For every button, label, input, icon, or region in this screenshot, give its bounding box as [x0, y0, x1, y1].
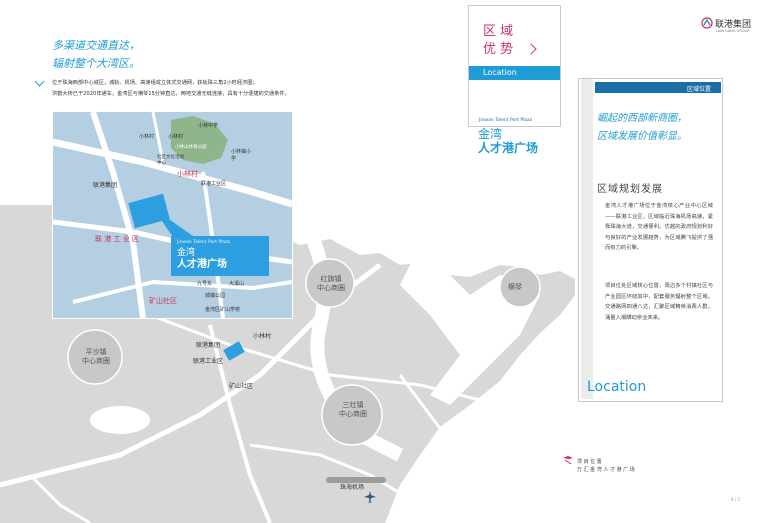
map-label-xiaolin-village: 小林村	[253, 333, 272, 340]
caption-line1: 项 目 位 置	[577, 459, 602, 465]
inset-road-a	[53, 138, 292, 208]
inset-plaza	[128, 193, 170, 229]
map-label-kuangshan: 矿山社区	[229, 383, 254, 390]
airplane-icon	[364, 491, 376, 503]
inset-liangang-group: 联港集团	[93, 182, 118, 189]
inset-road-b	[90, 112, 146, 318]
inset-red-liangang: 联 港 工 业 区	[95, 235, 139, 243]
nav-project-en: Jinwan Talent Port Plaza	[479, 118, 533, 123]
inset-community-center: 社区文化活动中心	[157, 155, 184, 166]
headline: 多渠道交通直达， 辐射整个大湾区。	[52, 37, 140, 73]
map-circle-hengqin	[499, 266, 541, 308]
map-road-2	[208, 324, 272, 523]
side-panel-stripe	[581, 79, 593, 399]
caption-mark-icon	[563, 456, 573, 464]
map-label-hongqi: 红旗镇 中心商圈	[303, 275, 359, 293]
chevron-right-icon	[525, 43, 537, 55]
sanzao-area: 中心商圈	[339, 410, 367, 418]
inset-red-xiaolin: 小林村	[177, 170, 198, 178]
caption-line2: 万 汇 金 湾 人 才 港 广 场	[577, 467, 635, 473]
inset-jiuyuan: 九号东	[197, 281, 213, 287]
inset-road-f	[151, 112, 165, 163]
inset-school: 金湾区矿山学校	[205, 307, 241, 313]
inset-xiaolin-primary: 小林镇小学	[231, 149, 252, 162]
inset-xiaolin-village-b: 小林村	[168, 134, 184, 140]
plaza-callout: Jinwan Talent Port Plaza 金湾 人才港广场	[171, 236, 269, 276]
inset-tangzhuang: 城镇公园	[205, 293, 226, 299]
nav-location-label: Location	[483, 68, 517, 77]
side-slogan-line2: 区域发展价值彰显。	[597, 131, 687, 142]
map-road-4	[28, 473, 91, 523]
callout-pointer	[153, 208, 193, 240]
side-slogan: 崛起的西部新商圈， 区域发展价值彰显。	[597, 110, 687, 146]
side-slogan-line1: 崛起的西部新商圈，	[597, 113, 687, 124]
inset-xiaolin-village-a: 小林村	[139, 134, 155, 140]
nav-title-line2: 优 势	[483, 42, 514, 57]
intro-line2: 洪鹤大桥已于2020年通车，金湾区与横琴15分钟直达，两地交通无缝连接，具有十分…	[52, 91, 290, 97]
nav-title-line1: 区 域	[483, 24, 514, 39]
intro-line1: 位于珠海西部中心城区，城轨、机场、高速组成立体式交通网，获轨珠三角2小时经济圈；	[52, 80, 258, 86]
headline-line2: 辐射整个大湾区。	[52, 57, 140, 70]
page-number: 8 / 7	[731, 497, 740, 502]
sanzao-name: 三灶镇	[342, 401, 364, 409]
hongqi-name: 红旗镇	[320, 275, 342, 283]
map-lake	[90, 406, 150, 434]
map-road-6	[249, 443, 421, 507]
inset-xiaolin-park: 小林山体育公园	[175, 145, 207, 150]
nav-box: 区 域 优 势 Location Jinwan Talent Port Plaz…	[468, 5, 561, 127]
map-label-hengqin: 横琴	[508, 283, 522, 291]
side-panel-header: 区域位置	[595, 82, 721, 93]
headline-line1: 多渠道交通直达，	[52, 39, 140, 52]
map-road-5	[398, 374, 492, 506]
nav-project-cn-line2: 人才港广场	[478, 141, 539, 155]
callout-en: Jinwan Talent Port Plaza	[177, 240, 231, 245]
section-title: 区域规划发展	[597, 184, 663, 195]
map-label-pingsha: 平沙镇 中心商圈	[68, 348, 124, 366]
map-circle-hongqi	[305, 258, 355, 308]
inset-red-kuangshan: 矿山社区	[149, 297, 177, 305]
map-label-sanzao: 三灶镇 中心商圈	[325, 401, 381, 419]
chevron-down-icon	[34, 76, 45, 87]
side-panel-header-label: 区域位置	[686, 86, 711, 93]
map-circle-sanzao	[321, 384, 383, 446]
nav-location-bar: Location	[469, 66, 560, 80]
map-road-3	[149, 313, 501, 407]
paragraph-1: 金湾人才港广场位于金湾核心产业中心区域——联港工业区，区域临近珠海机场高速，紧靠…	[605, 203, 713, 251]
brand-sub: LIAN GANG GROUP	[716, 29, 750, 33]
brand-name: 联港集团	[715, 20, 752, 30]
callout-cn-name: 金湾	[177, 248, 196, 258]
brand-mark-icon	[701, 17, 713, 29]
inset-xiaolin-middle-school: 小林中学	[198, 123, 219, 129]
map-label-liangang-park: 联港工业区	[193, 358, 224, 365]
pingsha-name: 平沙镇	[85, 348, 107, 356]
callout-cn-title: 人才港广场	[177, 259, 227, 270]
map-label-liangang-group: 联港集团	[196, 342, 221, 349]
inset-liangang-park: 联港工业区	[201, 181, 227, 187]
map-label-airport: 珠海机场	[340, 484, 365, 491]
paragraph-2: 项目位处区域核心位置，周边多个村镇社区与产业园区环绕其中，配套服务辐射整个区域。…	[605, 283, 713, 321]
map-plaza-marker	[223, 341, 245, 361]
inset-dajiangshan: 大溪山	[229, 281, 245, 287]
side-location-word: Location	[587, 379, 647, 395]
pingsha-area: 中心商圈	[82, 357, 110, 365]
intro-text: 位于珠海西部中心城区，城轨、机场、高速组成立体式交通网，获轨珠三角2小时经济圈；…	[52, 78, 422, 100]
side-panel: 区域位置 崛起的西部新商圈， 区域发展价值彰显。 区域规划发展 金湾人才港广场位…	[578, 78, 723, 402]
map-circle-pingsha	[67, 329, 123, 385]
map-airport-runway	[326, 477, 386, 483]
inset-road-e	[72, 279, 292, 304]
inset-map: 小林中学 小林村 小林村 小林山体育公园 小林镇小学 社区文化活动中心 小林村 …	[52, 111, 293, 319]
nav-project-cn-line1: 金湾	[478, 127, 503, 141]
inset-park	[171, 116, 228, 164]
hongqi-area: 中心商圈	[317, 284, 345, 292]
